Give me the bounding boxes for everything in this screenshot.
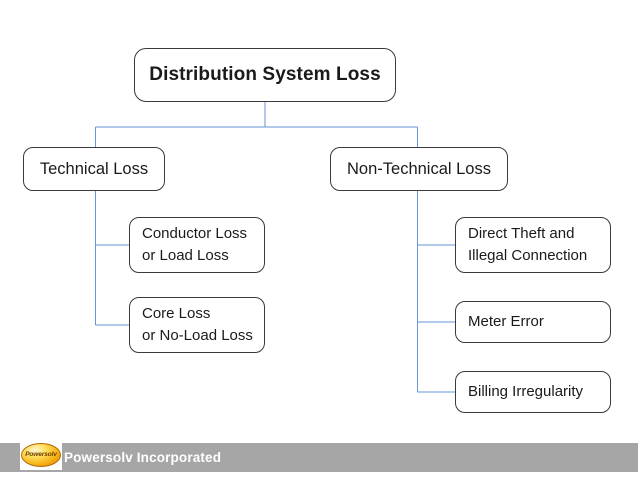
node-meter-error[interactable]: Meter Error — [455, 301, 611, 343]
node-label: Technical Loss — [39, 159, 149, 178]
node-distribution-system-loss[interactable]: Distribution System Loss — [134, 48, 396, 102]
node-direct-theft[interactable]: Direct Theft and Illegal Connection — [455, 217, 611, 273]
node-label: Direct Theft and Illegal Connection — [468, 225, 588, 264]
node-label: Conductor Loss or Load Loss — [142, 225, 248, 264]
powersolv-logo-icon: Powersolv — [20, 440, 62, 470]
node-label: Non-Technical Loss — [347, 159, 491, 178]
node-non-technical-loss[interactable]: Non-Technical Loss — [330, 147, 508, 191]
node-label: Meter Error — [468, 313, 544, 331]
logo-oval: Powersolv — [21, 443, 61, 467]
node-label: Distribution System Loss — [149, 64, 381, 85]
node-billing-irregularity[interactable]: Billing Irregularity — [455, 371, 611, 413]
logo-text: Powersolv — [25, 450, 57, 458]
node-technical-loss[interactable]: Technical Loss — [23, 147, 165, 191]
footer-bar — [0, 443, 638, 472]
footer-title: Powersolv Incorporated — [64, 450, 222, 465]
node-label: Billing Irregularity — [468, 383, 584, 401]
node-label: Core Loss or No-Load Loss — [142, 305, 253, 344]
node-core-loss[interactable]: Core Loss or No-Load Loss — [129, 297, 265, 353]
node-conductor-loss[interactable]: Conductor Loss or Load Loss — [129, 217, 265, 273]
